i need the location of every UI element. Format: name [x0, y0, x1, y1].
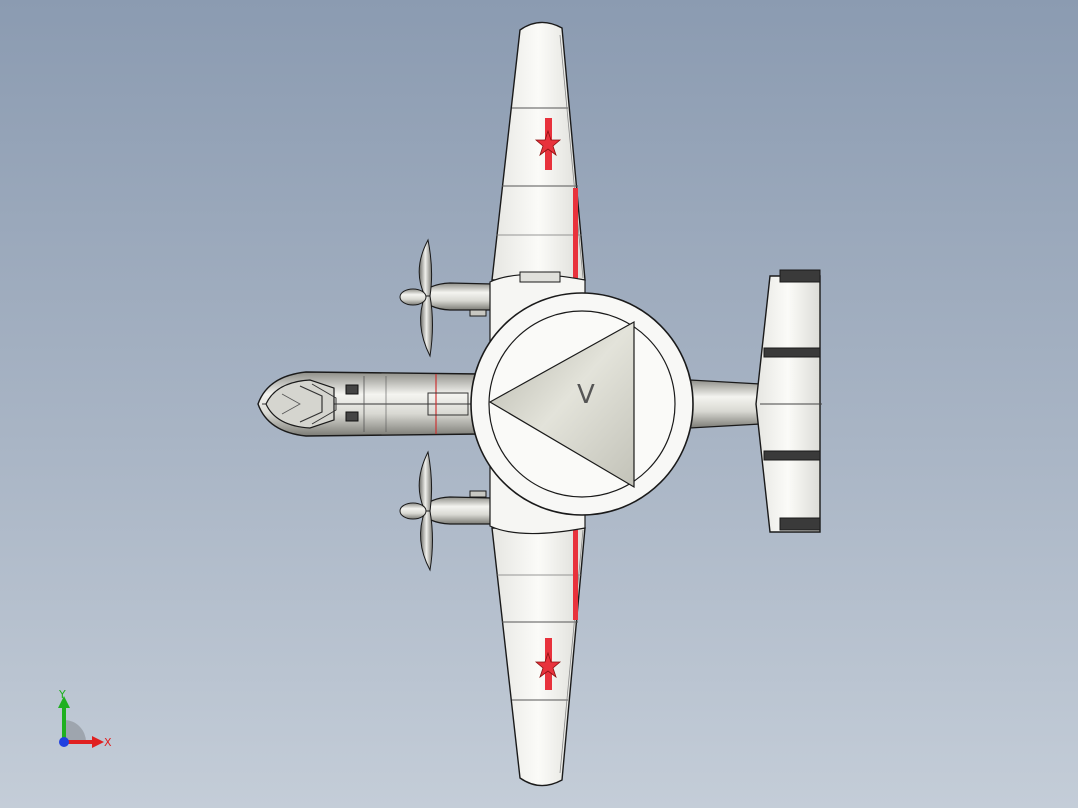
- tail-boom[interactable]: [689, 379, 761, 429]
- wing-lower[interactable]: [491, 524, 586, 787]
- x-axis-arrow: [92, 736, 104, 748]
- rotodome[interactable]: [470, 292, 694, 516]
- wing-upper[interactable]: [491, 21, 586, 284]
- x-axis-label: X: [104, 736, 112, 749]
- propeller-lower[interactable]: [399, 450, 433, 572]
- rotodome-label: V: [577, 380, 595, 410]
- propeller-upper[interactable]: [399, 238, 433, 358]
- horizontal-tail[interactable]: [755, 269, 822, 533]
- coordinate-triad: Y X: [58, 688, 112, 749]
- cockpit-canopy: [265, 379, 337, 429]
- y-axis-arrow: [58, 696, 70, 708]
- y-axis-label: Y: [58, 688, 66, 701]
- insignia-star-lower: [534, 651, 562, 679]
- insignia-star-upper: [534, 129, 562, 157]
- z-axis-dot: [59, 737, 69, 747]
